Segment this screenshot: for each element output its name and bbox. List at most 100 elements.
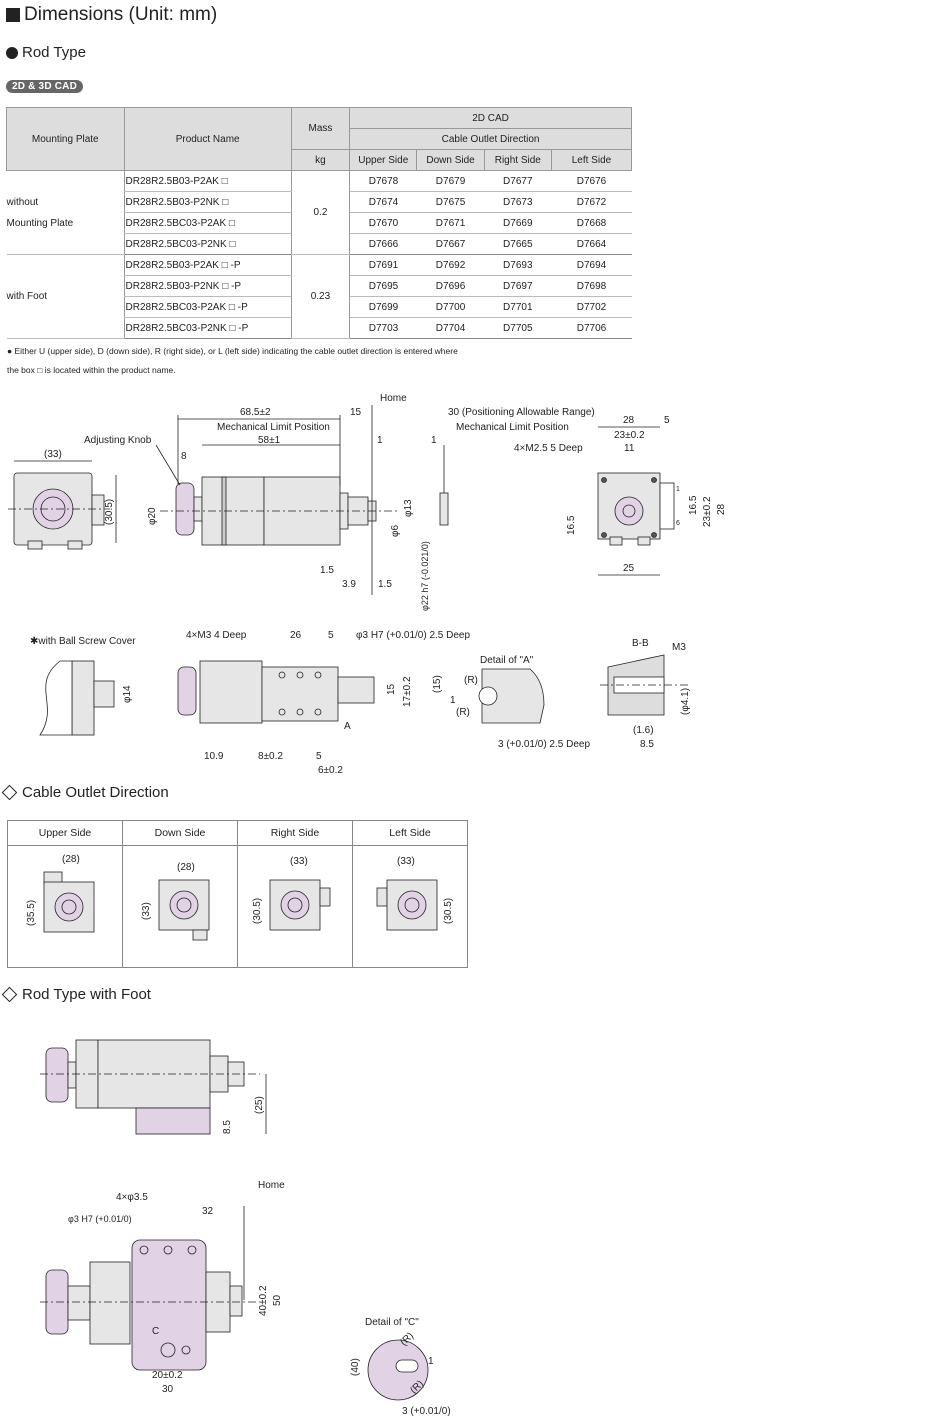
dim-1-a: 1 — [377, 435, 383, 446]
note-line-2: the box □ is located within the product … — [7, 365, 176, 375]
dim-11: 11 — [624, 443, 635, 454]
cad-link[interactable]: D7705 — [484, 317, 552, 339]
cad-link[interactable]: D7706 — [551, 317, 632, 339]
cad-link[interactable]: D7674 — [349, 191, 417, 213]
cad-link[interactable]: D7700 — [416, 296, 485, 318]
col-product-name: Product Name — [123, 107, 292, 171]
dim-8-5-b: 8.5 — [222, 1120, 233, 1134]
section-title-foot: Rod Type with Foot — [1, 986, 151, 1003]
label-m3: 4×M3 4 Deep — [186, 630, 247, 641]
dim-40: 40±0.2 — [258, 1285, 269, 1316]
cad-link[interactable]: D7671 — [416, 212, 485, 234]
dim-23-b: 23±0.2 — [702, 496, 713, 527]
dim-phi14: φ14 — [122, 685, 133, 703]
dim-28-b: 28 — [716, 503, 727, 515]
label-phi3-foot: φ3 H7 (+0.01/0) — [68, 1214, 132, 1224]
col-left: Left Side — [550, 149, 633, 171]
cad-link[interactable]: D7694 — [551, 254, 632, 276]
label-r-1: (R) — [464, 675, 478, 686]
cad-link[interactable]: D7668 — [551, 212, 632, 234]
cad-link[interactable]: D7665 — [484, 233, 552, 255]
dim-30-5: (30.5) — [104, 499, 115, 525]
detail-a: Detail of "A" (15) (R) (R) 1 3 (+0.01/0)… — [432, 655, 590, 750]
dim-32: 32 — [202, 1206, 214, 1217]
label-bb: B-B — [632, 638, 649, 649]
cad-link[interactable]: D7670 — [349, 212, 417, 234]
label-detail-a: Detail of "A" — [480, 655, 534, 666]
label-c: C — [152, 1326, 159, 1337]
dim-58: 58±1 — [258, 435, 281, 446]
cad-link[interactable]: D7676 — [551, 170, 632, 192]
table-row: DR28R2.5BC03-P2NK □ -P D7703 D7704 D7705… — [7, 317, 632, 339]
dim-25-p: (25) — [254, 1096, 265, 1114]
dim-1-6: (1.6) — [633, 725, 654, 736]
dim-3-9: 3.9 — [342, 579, 356, 590]
table-row: DR28R2.5BC03-P2AK □ -P D7699 D7700 D7701… — [7, 296, 632, 318]
page-title: Dimensions (Unit: mm) — [6, 4, 217, 26]
label-a: A — [344, 721, 351, 732]
rod-type-drawing: (33) (30.5) 68.5±2 Mechanical Limit Posi… — [8, 393, 727, 776]
cad-link[interactable]: D7666 — [349, 233, 417, 255]
cad-link[interactable]: D7669 — [484, 212, 552, 234]
cad-link[interactable]: D7675 — [416, 191, 485, 213]
dim-6: 6±0.2 — [318, 765, 343, 776]
dim-15: 15 — [350, 407, 362, 418]
top-view: 4×M3 4 Deep 26 5 φ3 H7 (+0.01/0) 2.5 Dee… — [177, 630, 470, 776]
cad-link[interactable]: D7691 — [349, 254, 417, 276]
dim-8: 8 — [181, 451, 187, 462]
label-adjusting-knob: Adjusting Knob — [84, 435, 152, 446]
cad-link[interactable]: D7702 — [551, 296, 632, 318]
dim-top: (33) — [290, 856, 308, 867]
cad-link[interactable]: D7695 — [349, 275, 417, 297]
cad-link[interactable]: D7677 — [484, 170, 552, 192]
dim-phi22: φ22 h7 (-0.021/0) — [420, 541, 430, 611]
dim-1-b: 1 — [431, 435, 437, 446]
label-phi3: φ3 H7 (+0.01/0) 2.5 Deep — [356, 630, 470, 641]
cable-view-upper: (28) (35.5) — [7, 845, 123, 968]
cad-link[interactable]: D7692 — [416, 254, 485, 276]
cad-link[interactable]: D7664 — [551, 233, 632, 255]
square-bullet-icon — [6, 8, 20, 22]
dim-phi13: φ13 — [403, 499, 414, 517]
end-view-left: (33) (30.5) — [8, 449, 117, 550]
product-name-cell: DR28R2.5B03-P2NK □ -P — [123, 275, 292, 297]
cad-link[interactable]: D7703 — [349, 317, 417, 339]
dim-26: 26 — [290, 630, 302, 641]
cad-link[interactable]: D7699 — [349, 296, 417, 318]
col-upper: Upper Side — [349, 149, 418, 171]
cad-link[interactable]: D7667 — [416, 233, 485, 255]
label-mech-limit-right: Mechanical Limit Position — [456, 422, 569, 433]
cad-link[interactable]: D7701 — [484, 296, 552, 318]
end-view-right: 28 5 23±0.2 11 4×M2.5 5 Deep 1 6 16.5 23… — [514, 415, 727, 576]
ball-screw-view: ✱with Ball Screw Cover φ14 — [30, 636, 136, 736]
dim-16-5-b: 16.5 — [566, 515, 577, 535]
dim-top: (28) — [62, 854, 80, 865]
cad-link[interactable]: D7693 — [484, 254, 552, 276]
table-row: DR28R2.5BC03-P2AK □ D7670 D7671 D7669 D7… — [7, 212, 632, 234]
dim-20: 20±0.2 — [152, 1370, 183, 1381]
label-mech-limit-left: Mechanical Limit Position — [217, 422, 330, 433]
dim-17: 17±0.2 — [402, 676, 413, 707]
dim-33: (33) — [44, 449, 62, 460]
cad-link[interactable]: D7672 — [551, 191, 632, 213]
dim-30-range: 30 (Positioning Allowable Range) — [448, 407, 595, 418]
section-bb: B-B M3 (1.6) 8.5 (φ4.1) — [600, 638, 691, 750]
cad-link[interactable]: D7678 — [349, 170, 417, 192]
cad-link[interactable]: D7698 — [551, 275, 632, 297]
cad-link[interactable]: D7673 — [484, 191, 552, 213]
label-r-2: (R) — [456, 707, 470, 718]
dim-side: (33) — [141, 902, 152, 920]
cad-link[interactable]: D7704 — [416, 317, 485, 339]
dim-5: 5 — [664, 415, 670, 426]
cad-link[interactable]: D7696 — [416, 275, 485, 297]
label-home-foot: Home — [258, 1180, 285, 1191]
foot-top-view: 4×φ3.5 Home φ3 H7 (+0.01/0) 32 40±0.2 50… — [40, 1180, 285, 1395]
dim-3: 3 (+0.01/0) 2.5 Deep — [498, 739, 590, 750]
cad-link[interactable]: D7679 — [416, 170, 485, 192]
cad-badge[interactable]: 2D & 3D CAD — [6, 80, 83, 93]
cad-link[interactable]: D7697 — [484, 275, 552, 297]
pin-1: 1 — [676, 486, 680, 493]
dim-3-c: 3 (+0.01/0) — [402, 1406, 451, 1417]
dim-40-p: (40) — [350, 1358, 361, 1376]
product-name-cell: DR28R2.5BC03-P2NK □ -P — [123, 317, 292, 339]
